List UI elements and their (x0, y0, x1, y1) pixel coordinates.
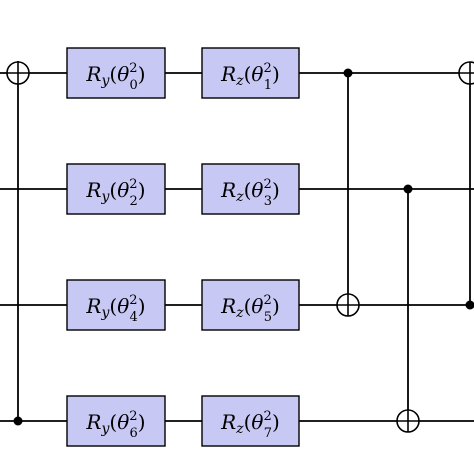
gate-5-box (201, 279, 300, 331)
cnot-4-control-dot (465, 300, 474, 310)
gate-0-box (66, 47, 166, 99)
qubit-wires (0, 72, 474, 422)
gate-7-box (201, 395, 300, 447)
gate-6-box (66, 395, 166, 447)
gate-2-box (66, 163, 166, 215)
cnot-1-control-dot (13, 416, 23, 426)
gate-3-box (201, 163, 300, 215)
cnot-gate-1 (6, 61, 30, 426)
cnot-2-control-dot (343, 68, 353, 78)
cnot-gate-4 (458, 61, 474, 310)
gate-1-box (201, 47, 300, 99)
cnot-gate-3 (396, 184, 420, 433)
cnot-gate-2 (336, 68, 360, 317)
cnot-3-control-dot (403, 184, 413, 194)
gate-4-box (66, 279, 166, 331)
